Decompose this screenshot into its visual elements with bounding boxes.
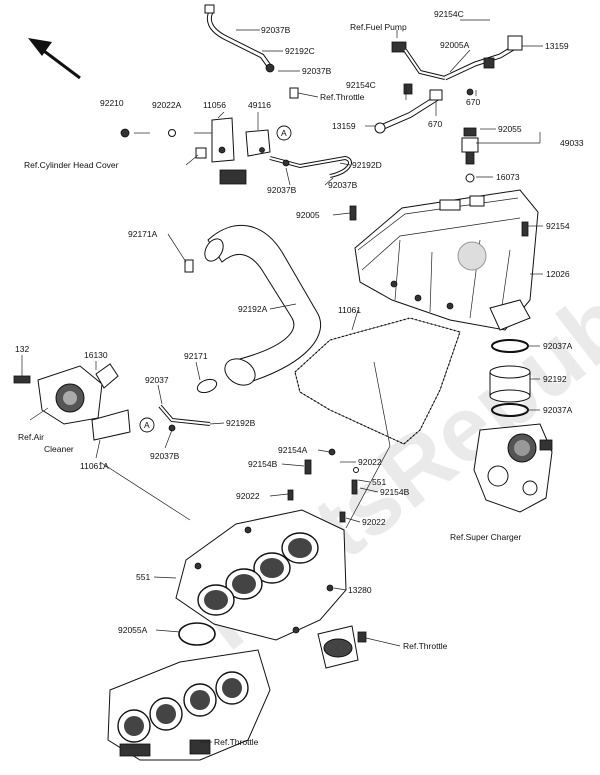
label-49116: 49116 — [248, 100, 271, 110]
vacuum-hose-upper — [204, 4, 275, 72]
label-ref-cylinder-head-cover: Ref.Cylinder Head Cover — [24, 160, 119, 170]
label-670-a: 670 — [466, 97, 480, 107]
label-13159-b: 13159 — [332, 121, 356, 131]
pressure-sensor — [461, 127, 479, 183]
label-92022-a: 92022 — [358, 457, 382, 467]
intake-duct-92192a — [204, 224, 322, 386]
label-92022-c: 92022 — [362, 517, 386, 527]
label-92055a: 92055A — [118, 625, 148, 635]
label-11056: 11056 — [203, 100, 226, 110]
label-92154b-b: 92154B — [380, 487, 410, 497]
label-92005a: 92005A — [440, 40, 470, 50]
label-92037: 92037 — [145, 375, 169, 385]
supercharger — [473, 423, 553, 513]
fuel-hose-assembly — [391, 35, 523, 96]
label-92154c-a: 92154C — [434, 9, 464, 19]
coupler-92192 — [489, 365, 531, 403]
hose-92192b — [158, 404, 211, 432]
svg-text:A: A — [144, 420, 150, 430]
label-11061a: 11061A — [80, 461, 109, 471]
label-ref-super-charger: Ref.Super Charger — [450, 532, 522, 542]
hose-clamp-upper — [265, 63, 299, 99]
label-92005: 92005 — [296, 210, 320, 220]
label-16130: 16130 — [84, 350, 108, 360]
gasket-11061a — [91, 409, 131, 441]
label-11061: 11061 — [338, 305, 361, 315]
label-670-b: 670 — [428, 119, 442, 129]
callout-a-left: A — [139, 417, 155, 433]
label-92037b-4: 92037B — [328, 180, 358, 190]
label-ref-throttle-mid: Ref.Throttle — [403, 641, 448, 651]
label-92037a-b: 92037A — [543, 405, 573, 415]
label-92154c-b: 92154C — [346, 80, 376, 90]
label-132: 132 — [15, 344, 29, 354]
label-92192: 92192 — [543, 374, 567, 384]
label-ref-throttle-bot: Ref.Throttle — [214, 737, 259, 747]
label-92022-b: 92022 — [236, 491, 260, 501]
airbox-12026 — [354, 189, 539, 331]
o-ring-92055a — [178, 622, 216, 646]
valve-16130 — [13, 363, 119, 425]
label-49033: 49033 — [560, 138, 584, 148]
label-92037b-top: 92037B — [261, 25, 291, 35]
bolts-lower — [287, 448, 359, 523]
fuel-rail-lower — [374, 83, 443, 134]
gasket-11061 — [294, 317, 461, 445]
label-92192a: 92192A — [238, 304, 268, 314]
label-92037b-3: 92037B — [267, 185, 297, 195]
part-labels: 92037B 92192C 92037B Ref.Throttle Ref.Fu… — [15, 9, 584, 747]
label-551-a: 551 — [372, 477, 386, 487]
label-ref-air-2: Cleaner — [44, 444, 74, 454]
label-92192c: 92192C — [285, 46, 315, 56]
vacuum-hose-middle — [269, 155, 352, 178]
label-92192b: 92192B — [226, 418, 256, 428]
bracket-assembly-left — [120, 117, 271, 185]
label-92055: 92055 — [498, 124, 522, 134]
label-16073: 16073 — [496, 172, 520, 182]
callout-a-top: A — [276, 125, 292, 141]
label-92154b-a: 92154B — [248, 459, 278, 469]
label-92171: 92171 — [184, 351, 208, 361]
label-92171a: 92171A — [128, 229, 158, 239]
label-13280: 13280 — [348, 585, 372, 595]
label-551-b: 551 — [136, 572, 150, 582]
label-ref-fuel-pump: Ref.Fuel Pump — [350, 22, 407, 32]
label-92037a-a: 92037A — [543, 341, 573, 351]
label-ref-throttle-top: Ref.Throttle — [320, 92, 365, 102]
throttle-boot — [317, 625, 367, 669]
label-92154: 92154 — [546, 221, 570, 231]
direction-arrow-icon — [28, 38, 81, 80]
clamp-92171 — [184, 259, 218, 394]
label-92210: 92210 — [100, 98, 124, 108]
label-92192d: 92192D — [352, 160, 382, 170]
plenum-13280 — [175, 509, 347, 641]
label-92037b-5: 92037B — [150, 451, 180, 461]
label-92037b-2: 92037B — [302, 66, 332, 76]
label-12026: 12026 — [546, 269, 570, 279]
throttle-body — [107, 649, 271, 761]
label-92154a: 92154A — [278, 445, 308, 455]
label-92022a: 92022A — [152, 100, 182, 110]
label-ref-air-1: Ref.Air — [18, 432, 44, 442]
label-13159-a: 13159 — [545, 41, 569, 51]
leader-lines — [21, 19, 543, 743]
svg-text:A: A — [281, 128, 287, 138]
